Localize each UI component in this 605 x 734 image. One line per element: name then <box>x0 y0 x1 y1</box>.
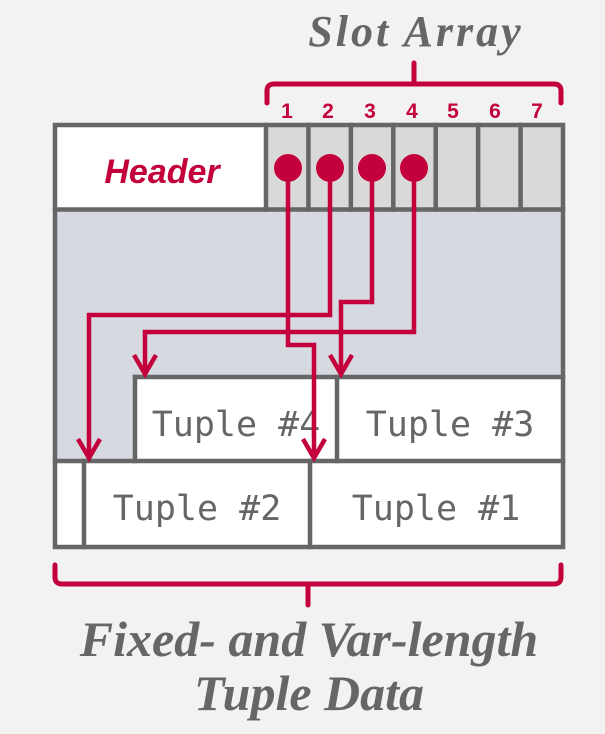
arrowhead-icon <box>76 437 102 463</box>
slot-3-pointer <box>328 154 386 379</box>
pointer-line <box>142 168 417 374</box>
slot-number: 1 <box>281 100 293 123</box>
tuple-data-label-line-1: Fixed- and Var-length <box>79 611 538 667</box>
slot-number: 2 <box>322 100 334 123</box>
pointer-line <box>86 168 333 458</box>
tuple-cells <box>55 377 563 547</box>
slot-2-pointer <box>76 154 344 463</box>
tuple-label: Tuple #3 <box>366 405 535 445</box>
tuple-1-cell <box>310 461 563 547</box>
tuple-label: Tuple #4 <box>152 405 321 445</box>
slot-number: 7 <box>531 100 543 123</box>
tuple-label: Tuple #1 <box>352 489 521 529</box>
header-cell <box>55 125 266 210</box>
slot-cell <box>478 125 521 210</box>
pointer-dot <box>400 154 428 182</box>
slot-array-label: Slot Array <box>308 7 523 56</box>
slot-1-pointer <box>274 154 327 463</box>
header-label: Header <box>104 153 221 191</box>
pointer-dot <box>358 154 386 182</box>
tuple-3-cell <box>337 377 563 461</box>
arrowhead-icon <box>132 353 158 379</box>
tuple-2-cell <box>84 461 310 547</box>
slot-4-pointer <box>132 154 428 379</box>
slot-numbers: 1 2 3 4 5 6 7 <box>281 100 543 123</box>
pointer-dot <box>316 154 344 182</box>
pointer-line <box>285 168 317 458</box>
slot-number: 5 <box>447 100 459 123</box>
pointer-line <box>338 168 375 374</box>
padding-cell <box>55 461 84 547</box>
page-borders <box>52 122 566 550</box>
page-outer-border <box>52 122 566 550</box>
slot-cell <box>520 125 563 210</box>
slot-number: 3 <box>364 100 376 123</box>
slot-cell <box>435 125 479 210</box>
slot-pointers <box>76 154 428 463</box>
arrowhead-icon <box>328 353 354 379</box>
slot-number: 6 <box>489 100 501 123</box>
tuple-label: Tuple #2 <box>113 489 282 529</box>
tuple-4-cell <box>135 377 337 461</box>
pointer-dot <box>274 154 302 182</box>
arrowhead-icon <box>301 437 327 463</box>
slot-number: 4 <box>406 100 418 123</box>
tuple-data-label-line-2: Tuple Data <box>194 665 424 721</box>
